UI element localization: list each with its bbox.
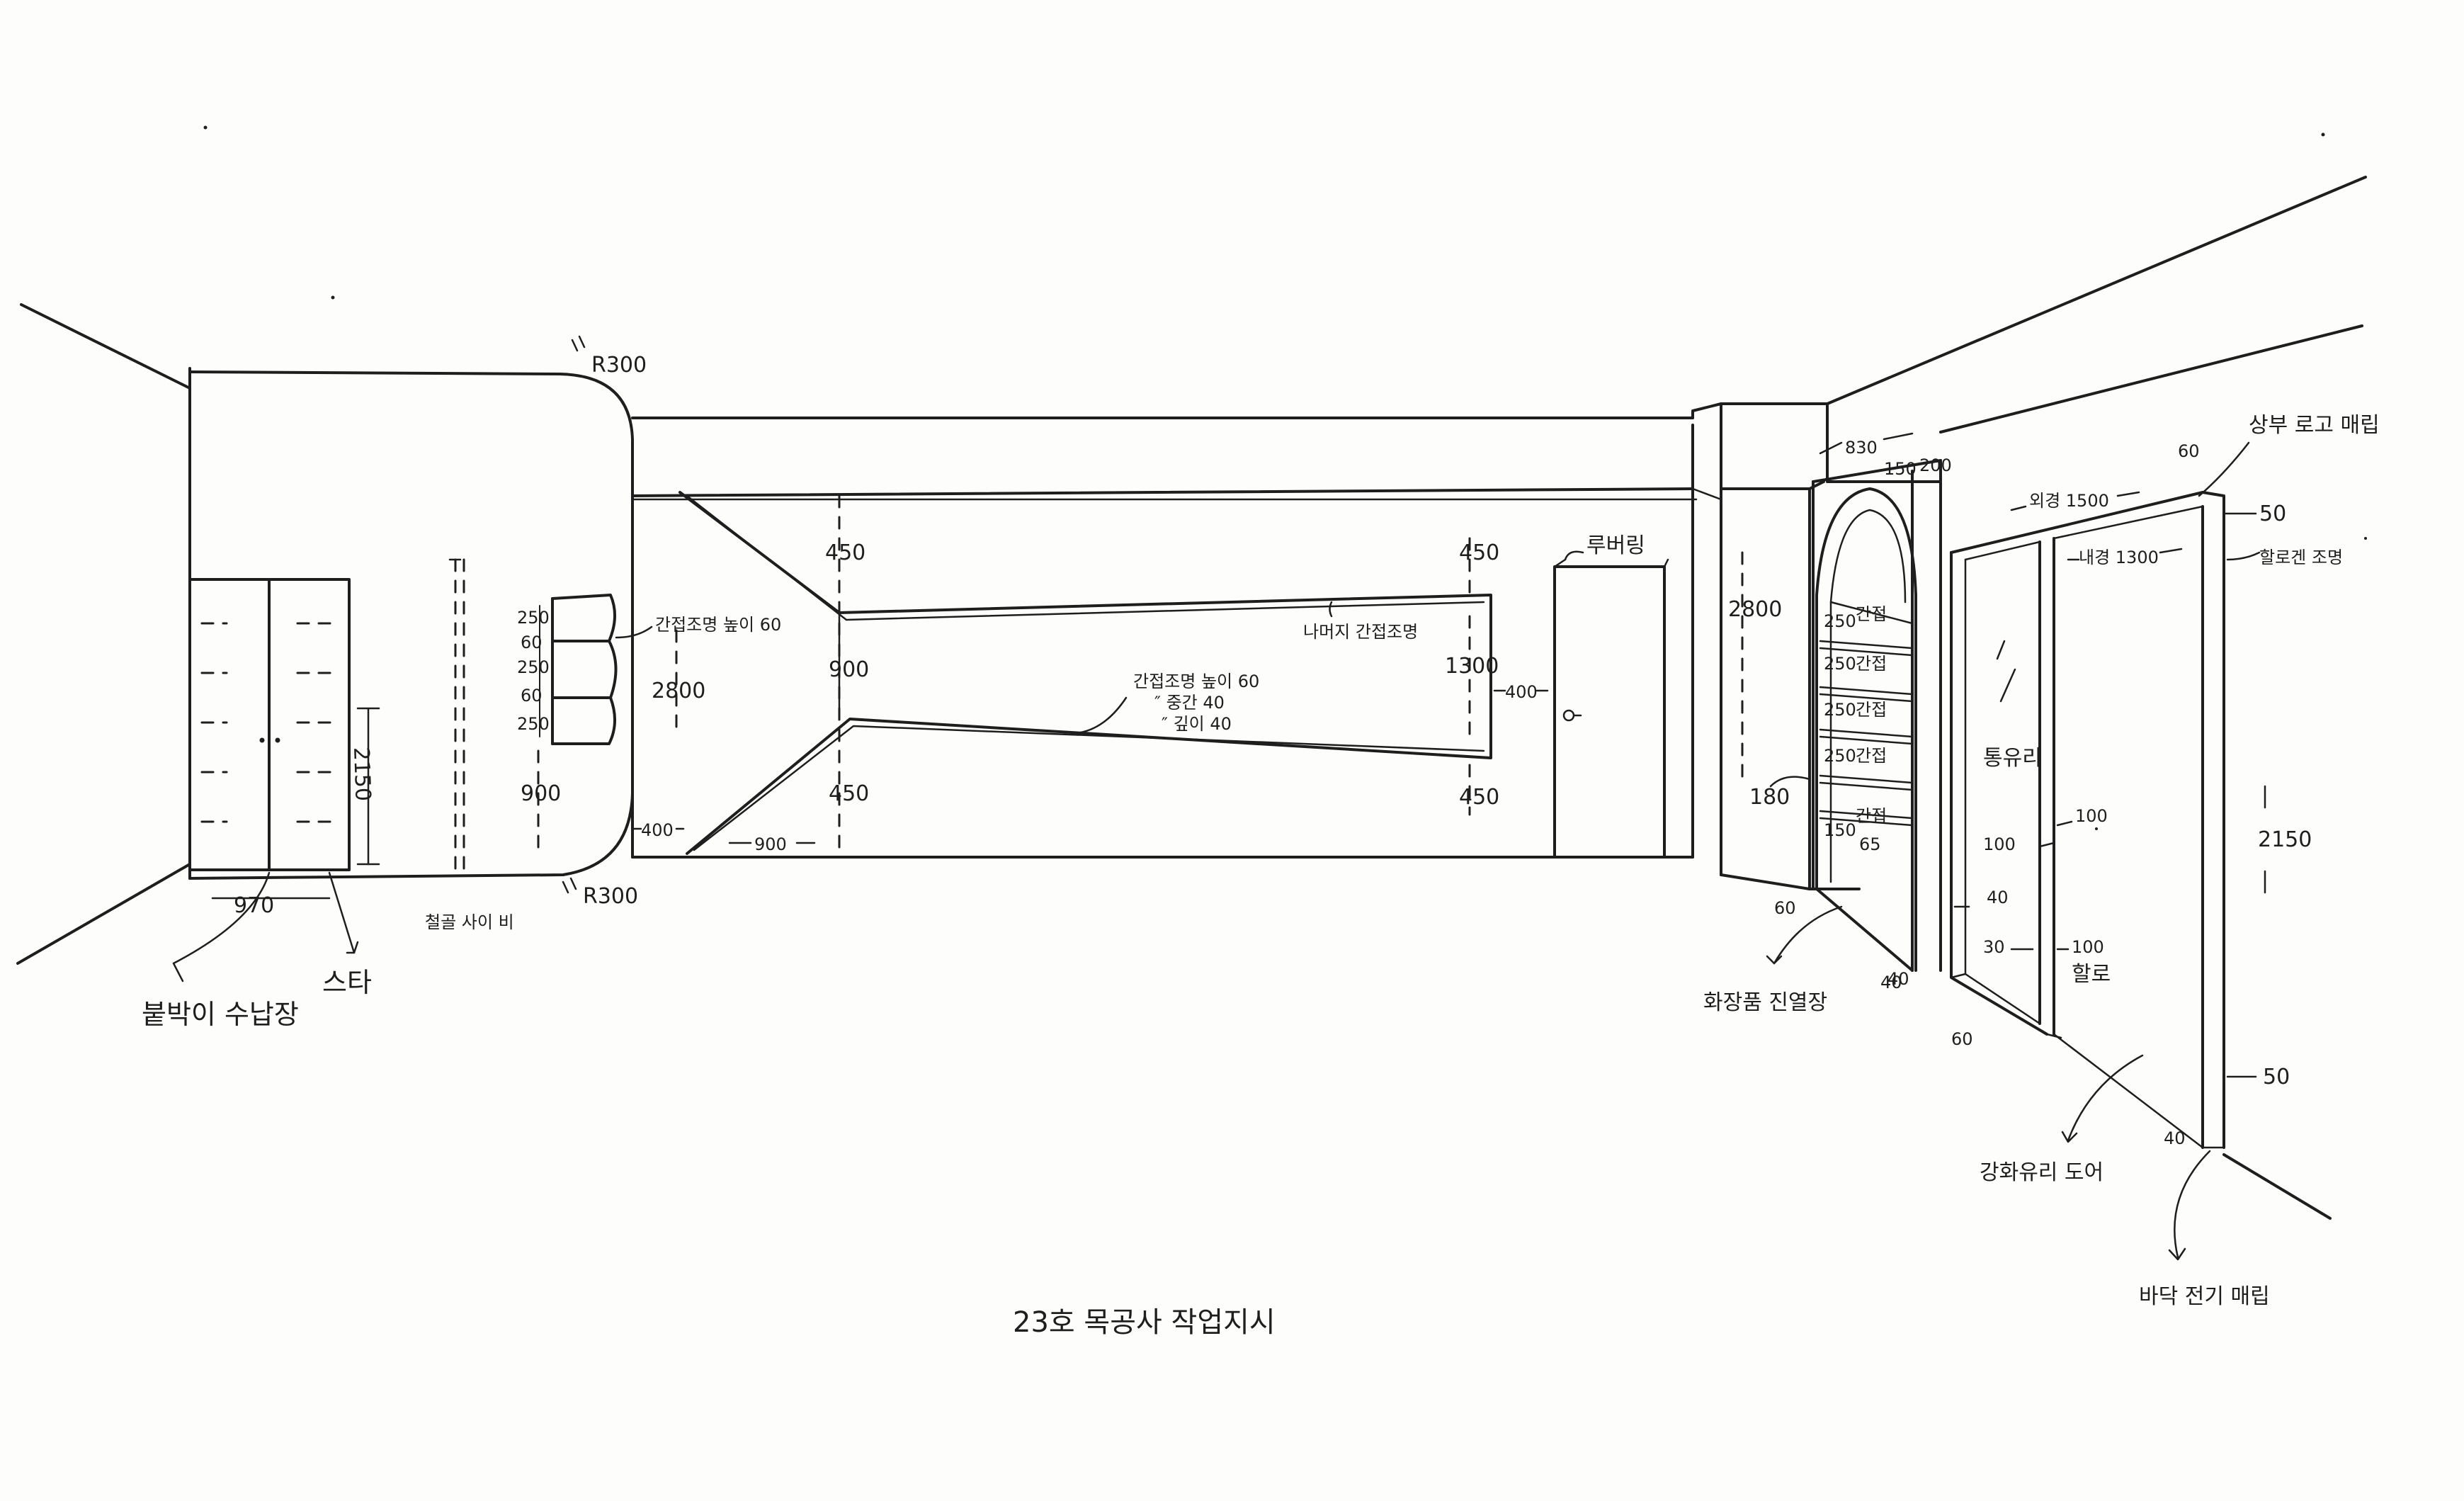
niche-shelf-2: 250	[1824, 654, 1856, 674]
glass-frame-dims: 외경 1500 내경 1300 60 상부 로고 매립 50 할로겐 조명 21…	[1887, 413, 2380, 1148]
frame-top-note: 상부 로고 매립	[2249, 413, 2380, 438]
cabinet-note: 붙박이 수납장	[142, 999, 299, 1030]
frame-dim-100b: 100	[2075, 806, 2108, 826]
frame-dim-60b: 60	[1951, 1029, 1973, 1049]
frame-dim-100: 100	[1983, 834, 2016, 854]
niche-shelf-1: 250	[1824, 611, 1856, 631]
display-niche: 250 간접 250 간접 250 간접 250 간접 150 간접 65 40…	[1703, 459, 1942, 1015]
paper-speckles	[203, 125, 2367, 830]
frame-dim-40: 40	[1987, 888, 2009, 907]
dim-mid-left: 900	[829, 657, 869, 682]
note-lower-1: 간접조명 높이 60	[1133, 672, 1259, 691]
cabinet-height-label: 2150	[348, 747, 375, 802]
right-depth: 180	[1749, 785, 1790, 810]
center-wall-notes: 나머지 간접조명 간접조명 높이 60 ″ 중간 40 ″ 깊이 40	[1075, 601, 1418, 735]
cabinet-dims: 970 2150 붙박이 수납장 스타	[142, 747, 375, 1030]
dim-top-left: 450	[825, 540, 865, 565]
frame-height: 2150	[2258, 827, 2312, 852]
niche-label-5: 간접	[1856, 806, 1887, 826]
frame-inner: 내경 1300	[2079, 548, 2159, 567]
frame-dim-30: 30	[1983, 937, 2005, 957]
dim-low-right: 450	[1459, 785, 1499, 810]
niche-depth: 65	[1859, 834, 1881, 854]
niche-label-4: 간접	[1856, 746, 1887, 766]
right-wall-height: 2800	[1728, 597, 1782, 622]
niche-shelf-3: 250	[1824, 700, 1856, 720]
frame-side-50: 50	[2259, 502, 2286, 526]
frame-side-note: 할로겐 조명	[2259, 548, 2343, 567]
note-glass-door: 강화유리 도어	[1980, 1160, 2104, 1185]
right-notes: 강화유리 도어 바닥 전기 매립	[1980, 1054, 2270, 1309]
dim-left: 400	[641, 820, 674, 840]
frame-outer: 외경 1500	[2029, 491, 2109, 511]
glass-frame: 통유리	[1950, 491, 2225, 1149]
dim-bottom: 900	[754, 834, 787, 854]
top-width: 830	[1845, 438, 1878, 458]
column-note: 철골 사이 비	[425, 912, 514, 932]
top-b: 200	[1919, 455, 1952, 475]
left-shelf-width-label: 900	[521, 781, 561, 806]
room-outline	[16, 176, 2367, 1220]
frame-top-60: 60	[2178, 441, 2200, 461]
shelf-height-2: 60	[521, 633, 543, 652]
radius-top-label: R300	[591, 353, 647, 378]
base-a: 60	[1774, 898, 1796, 918]
left-wall-labels: R300 R300 2800 900	[521, 335, 705, 909]
radius-bottom-label: R300	[583, 884, 638, 909]
niche-label-2: 간접	[1856, 654, 1887, 674]
shelf-height-4: 60	[521, 686, 543, 706]
note-lower-2: ″ 중간 40	[1154, 693, 1225, 713]
note-floor: 바닥 전기 매립	[2139, 1284, 2270, 1309]
center-wall-dims: 450 900 450 400 900 450 1300 450 400	[632, 540, 1549, 854]
cabinet-width-label: 970	[234, 893, 274, 918]
top-a: 150	[1884, 459, 1917, 479]
dim-low-left: 450	[829, 781, 869, 806]
shelf-height-3: 250	[517, 657, 550, 677]
column-dashed: 철골 사이 비	[425, 558, 514, 932]
note-lower-3: ″ 깊이 40	[1162, 714, 1232, 734]
left-wall-height-label: 2800	[652, 679, 705, 703]
niche-shelf-5: 150	[1824, 820, 1856, 840]
frame-dim-50b: 50	[2263, 1065, 2290, 1089]
note-upper: 나머지 간접조명	[1303, 622, 1418, 642]
frame-note-hinge: 할로	[2072, 962, 2111, 987]
door-label: 루버링	[1586, 533, 1645, 558]
center-wall	[631, 491, 1694, 859]
niche-note: 화장품 진열장	[1703, 990, 1827, 1015]
wall-shelf: 250 60 250 60 250 간접조명 높이 60	[517, 594, 781, 745]
right-pillar: 2800 180 60	[1691, 402, 1942, 918]
shelf-note: 간접조명 높이 60	[655, 615, 781, 635]
door: 루버링	[1553, 533, 1669, 859]
dim-mid-right: 1300	[1445, 654, 1499, 679]
base-b: 40	[1880, 973, 1902, 992]
frame-center: 통유리	[1983, 746, 2042, 771]
shelf-height-5: 250	[517, 714, 550, 734]
frame-dim-100c: 100	[2072, 937, 2104, 957]
base-b-2: 40	[1887, 969, 1909, 989]
dim-right: 400	[1505, 682, 1538, 702]
top-dims: 830 150 200	[1819, 432, 1952, 479]
shelf-height-1: 250	[517, 608, 550, 628]
dim-top-right: 450	[1459, 540, 1499, 565]
cabinet-note-2: 스타	[322, 967, 372, 998]
drawing-title: 23호 목공사 작업지시	[1013, 1306, 1276, 1339]
frame-dim-40b: 40	[2164, 1128, 2186, 1148]
niche-label-3: 간접	[1856, 700, 1887, 720]
built-in-cabinet	[188, 578, 380, 871]
niche-shelf-4: 250	[1824, 746, 1856, 766]
niche-label-1: 간접	[1856, 604, 1887, 624]
